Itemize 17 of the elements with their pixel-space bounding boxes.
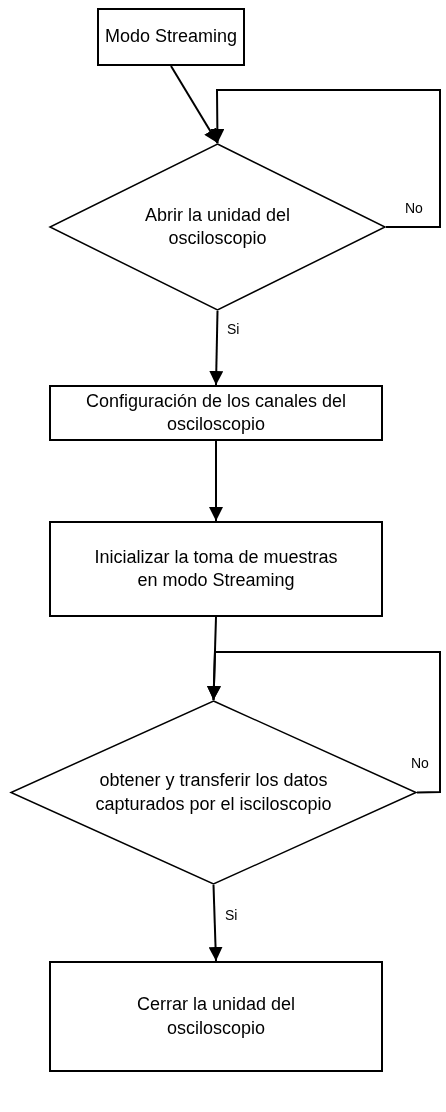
arrow xyxy=(206,651,441,794)
node-label: Modo Streaming xyxy=(104,25,238,49)
process-box xyxy=(49,521,383,617)
node-label: Inicializar la toma de muestras en modo Streaming xyxy=(93,545,339,592)
node-label: Abrir la unidad del osciloscopio xyxy=(143,203,292,250)
process-box xyxy=(97,8,245,66)
process-box xyxy=(49,385,383,441)
node-label: Configuración de los canales del osciloscopio xyxy=(84,389,348,436)
arrow xyxy=(170,65,219,144)
arrow xyxy=(209,440,223,522)
arrow xyxy=(208,884,223,962)
process-box xyxy=(49,961,383,1072)
arrow xyxy=(210,89,441,228)
decision-diamond xyxy=(49,143,386,311)
arrow xyxy=(209,310,224,386)
node-label: Cerrar la unidad del osciloscopio xyxy=(135,993,297,1040)
node-label: obtener y transferir los datos capturados por el isciloscopio xyxy=(94,769,333,816)
